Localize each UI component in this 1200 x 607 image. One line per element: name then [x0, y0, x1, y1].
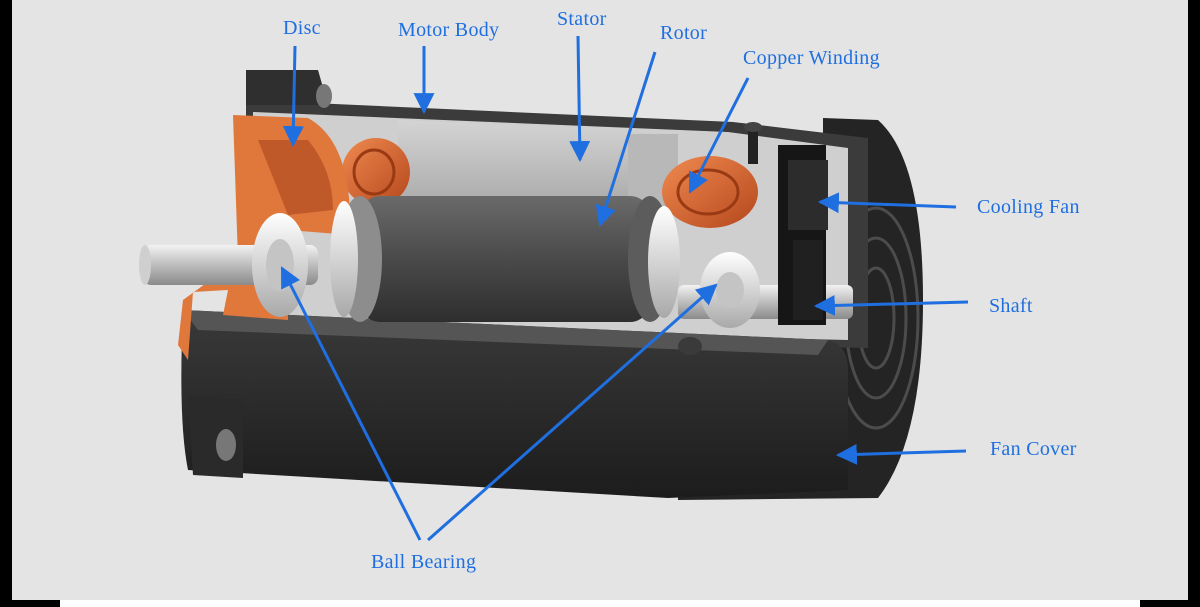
- label-shaft: Shaft: [989, 295, 1033, 317]
- arrow-ball-bearing-right: [427, 283, 718, 542]
- screw-shape: [678, 337, 702, 355]
- label-cooling-fan: Cooling Fan: [977, 196, 1080, 218]
- arrow-rotor: [595, 51, 657, 228]
- label-copper-winding: Copper Winding: [743, 47, 880, 69]
- arrow-stator: [569, 35, 591, 163]
- label-rotor: Rotor: [660, 22, 708, 44]
- cooling-fan-shape: [744, 122, 828, 325]
- label-fan-cover: Fan Cover: [990, 438, 1077, 460]
- rotor-shape: [330, 196, 680, 322]
- arrow-ball-bearing-left: [280, 266, 422, 541]
- arrow-fan-cover: [835, 443, 967, 465]
- bottom-strip: [0, 600, 1200, 607]
- label-disc: Disc: [283, 17, 321, 39]
- label-ball-bearing: Ball Bearing: [371, 551, 477, 573]
- arrow-cooling-fan: [817, 192, 957, 214]
- label-motor-body: Motor Body: [398, 19, 500, 41]
- arrow-disc: [282, 45, 304, 148]
- leader-arrows: [280, 35, 969, 542]
- copper-winding-shape: [342, 138, 758, 228]
- label-stator: Stator: [557, 8, 607, 30]
- arrow-copper-winding: [688, 77, 750, 194]
- arrow-shaft: [813, 295, 969, 316]
